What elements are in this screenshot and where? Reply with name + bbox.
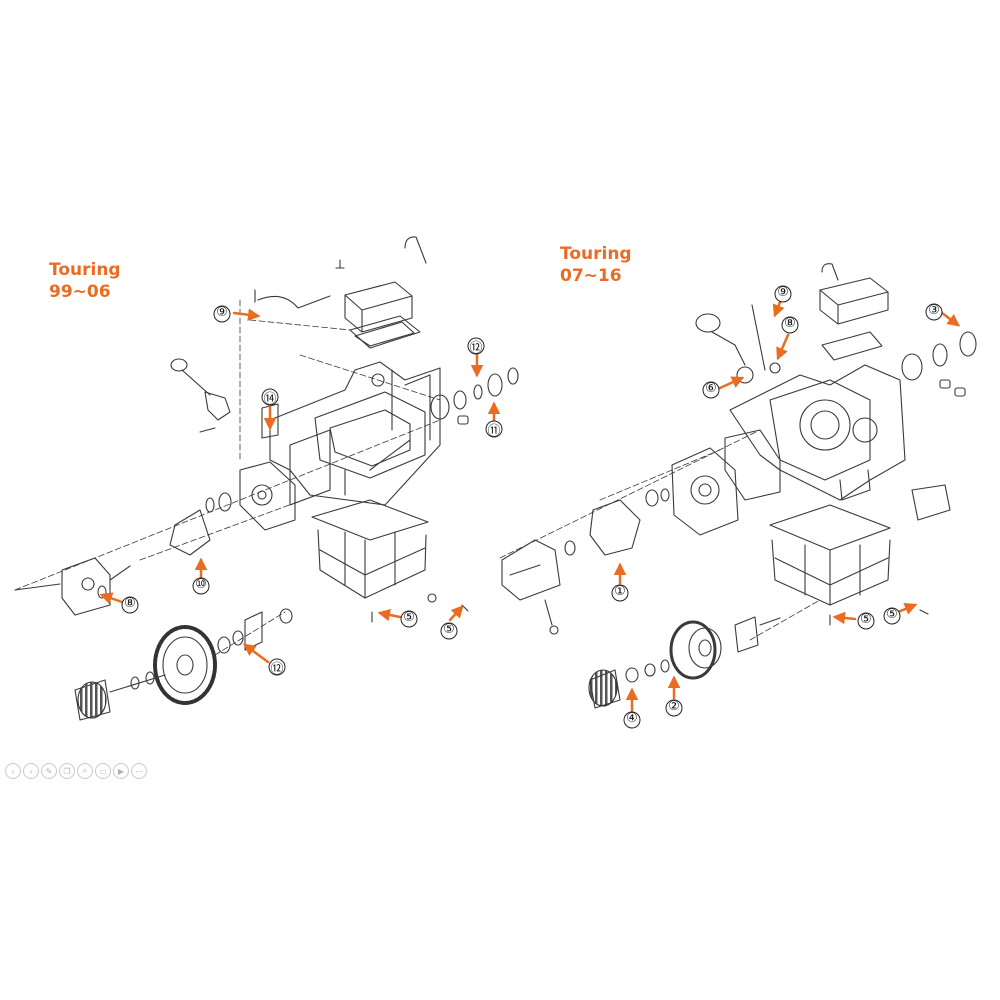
zoom-icon[interactable]: ⌕	[77, 763, 93, 779]
right-top-cover	[819, 263, 889, 361]
left-title-line1: Touring	[49, 260, 121, 280]
left-side-cover	[14, 557, 131, 616]
right-assembly	[499, 263, 977, 709]
right-front-housing	[671, 447, 739, 536]
right-dipstick	[695, 304, 781, 384]
right-side-cover	[501, 539, 561, 635]
right-title-line1: Touring	[560, 244, 632, 264]
left-mainshaft	[74, 671, 166, 721]
right-gasket	[724, 429, 781, 501]
left-alignment-lines	[14, 299, 441, 656]
next-icon[interactable]: ›	[23, 763, 39, 779]
right-transmission-case	[729, 364, 906, 501]
left-bearing-row	[205, 367, 519, 513]
left-sensor-wire	[254, 289, 331, 309]
callout-circles	[121, 285, 943, 729]
right-cover-gasket	[589, 499, 641, 556]
copy-icon[interactable]: ❐	[59, 763, 75, 779]
right-bracket	[911, 484, 951, 521]
left-oil-pan	[311, 499, 429, 599]
right-oil-pan	[769, 504, 891, 606]
left-top-cover	[344, 281, 421, 349]
prev-icon[interactable]: ‹	[5, 763, 21, 779]
left-shaft-parts	[217, 608, 293, 654]
left-cover-gasket	[169, 509, 211, 556]
left-front-plate	[239, 461, 296, 531]
left-sprocket	[153, 625, 217, 705]
right-title-line2: 07~16	[560, 266, 622, 286]
more-icon[interactable]: ⋯	[131, 763, 147, 779]
viewer-toolbar: ‹ › ✎ ❐ ⌕ ▭ ▶ ⋯	[5, 763, 147, 779]
left-dipstick	[170, 358, 231, 433]
right-alignment-lines	[499, 429, 821, 641]
left-vent-hose	[404, 236, 427, 264]
left-diagram-title: Touring 99~06	[49, 259, 121, 303]
right-bearing-row	[564, 331, 977, 556]
left-transmission-case	[269, 361, 441, 506]
left-gasket	[289, 429, 331, 506]
screen-icon[interactable]: ▭	[95, 763, 111, 779]
video-icon[interactable]: ▶	[113, 763, 129, 779]
left-title-line2: 99~06	[49, 282, 111, 302]
right-diagram-title: Touring 07~16	[560, 243, 632, 287]
draw-icon[interactable]: ✎	[41, 763, 57, 779]
right-clutch-hub	[669, 616, 781, 680]
left-bracket	[261, 403, 279, 439]
right-mainshaft	[588, 659, 670, 709]
left-assembly	[14, 236, 519, 721]
